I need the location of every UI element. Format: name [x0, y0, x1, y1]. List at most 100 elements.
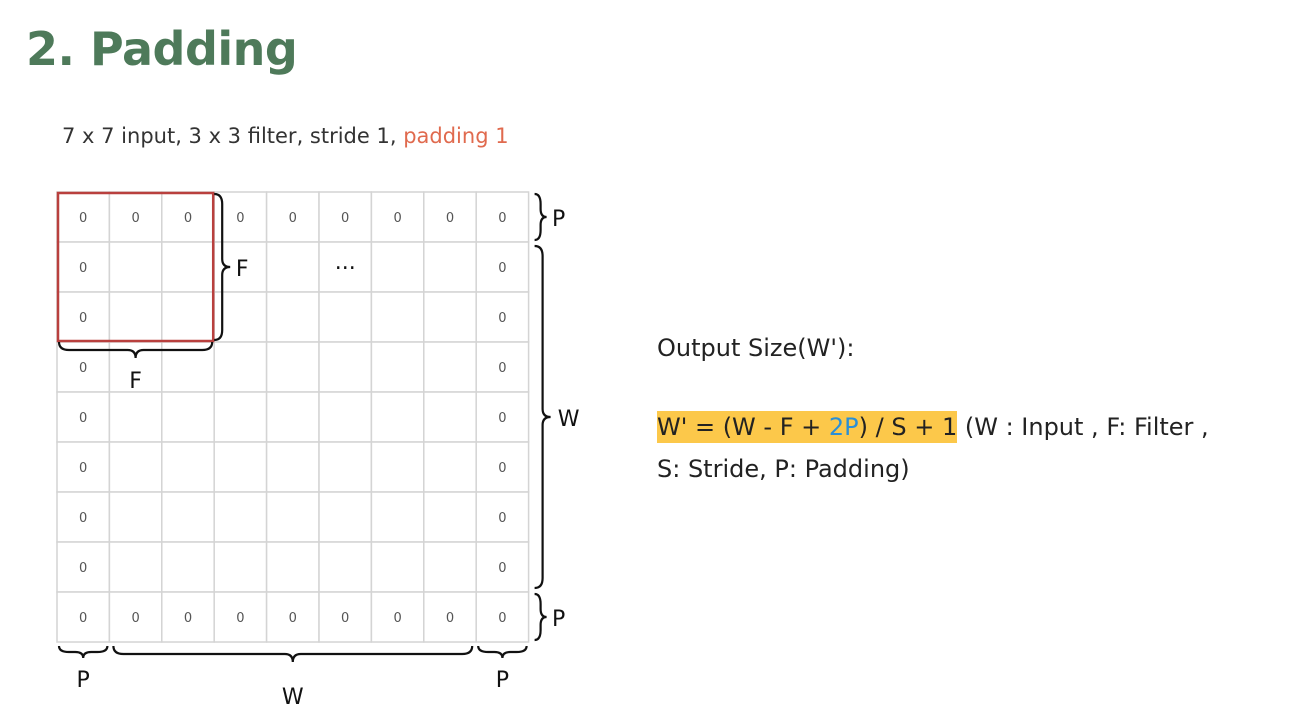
grid-cell	[423, 541, 477, 593]
grid-cell	[318, 291, 373, 343]
grid-cell	[318, 541, 373, 593]
grid-cell	[265, 241, 320, 293]
padding-zero: 0	[341, 611, 349, 626]
padding-zero: 0	[498, 311, 506, 326]
formula-expr-prefix: W' = (W - F +	[657, 413, 829, 441]
grid-cell	[56, 541, 111, 593]
padding-zero: 0	[79, 411, 87, 426]
padding-zero: 0	[131, 611, 139, 626]
grid-cell	[161, 291, 215, 343]
padding-zero: 0	[341, 211, 349, 226]
grid-cell	[370, 491, 425, 543]
padding-zero: 0	[498, 511, 506, 526]
padding-zero: 0	[289, 611, 297, 626]
grid-cell	[108, 491, 163, 543]
brace-label-f-bottom: F	[129, 369, 142, 394]
grid-cell	[423, 341, 477, 393]
padding-zero: 0	[79, 261, 87, 276]
grid-cell	[423, 441, 477, 493]
page-title: 2. Padding	[26, 22, 298, 76]
subtitle-padding-highlight: padding 1	[403, 124, 509, 148]
padding-zero: 0	[236, 611, 244, 626]
padding-zero: 0	[393, 211, 401, 226]
grid-cell	[475, 241, 530, 293]
brace-filter-height	[214, 192, 231, 342]
padding-zero: 0	[289, 211, 297, 226]
brace-right-top-padding	[534, 192, 547, 242]
grid-cell	[370, 341, 425, 393]
grid-ellipsis: ...	[335, 250, 356, 275]
grid-cell	[265, 441, 320, 493]
grid-cell	[423, 591, 477, 643]
grid-cell	[56, 391, 111, 443]
formula-block: Output Size(W'): W' = (W - F + 2P) / S +…	[657, 334, 1209, 490]
formula-line-2: S: Stride, P: Padding)	[657, 455, 910, 483]
grid-cell	[475, 491, 530, 543]
grid-cell	[318, 591, 373, 643]
grid-cell	[370, 391, 425, 443]
brace-right-width	[534, 244, 551, 590]
filter-window	[56, 191, 215, 343]
grid-cell	[318, 341, 373, 393]
grid-cell	[423, 291, 477, 343]
grid-cell	[370, 241, 425, 293]
subtitle-main: 7 x 7 input, 3 x 3 filter, stride 1,	[62, 124, 404, 148]
grid-cell	[475, 391, 530, 443]
formula-line-1: W' = (W - F + 2P) / S + 1 (W : Input , F…	[657, 406, 1209, 448]
grid-cell	[265, 341, 320, 393]
grid-cell	[370, 291, 425, 343]
padding-zero: 0	[498, 261, 506, 276]
brace-label-w-right: W	[558, 407, 580, 432]
padding-zero: 0	[498, 611, 506, 626]
padding-zero: 0	[79, 561, 87, 576]
padding-zero: 0	[79, 511, 87, 526]
formula-expr-2p: 2P	[828, 413, 859, 441]
padding-zero: 0	[236, 211, 244, 226]
grid-cell	[475, 591, 530, 643]
padding-zero: 0	[498, 411, 506, 426]
grid-cell	[213, 591, 268, 643]
grid-cell	[370, 541, 425, 593]
padding-zero: 0	[446, 611, 454, 626]
grid-cell	[370, 441, 425, 493]
grid-cell	[161, 391, 215, 443]
brace-bottom-right-padding	[477, 645, 528, 659]
brace-right-bottom-padding	[534, 592, 547, 642]
padding-zero: 0	[131, 211, 139, 226]
grid-cell	[161, 441, 215, 493]
grid-cell	[108, 591, 163, 643]
grid-cell	[423, 491, 477, 543]
brace-label-p-top: P	[552, 207, 565, 232]
grid-cell	[108, 541, 163, 593]
grid-cell	[265, 491, 320, 543]
grid-cell	[475, 291, 530, 343]
grid-cell	[161, 541, 215, 593]
padding-zero: 0	[446, 211, 454, 226]
grid-cell	[108, 391, 163, 443]
brace-label-w-bottom: W	[282, 685, 304, 710]
grid-cell	[161, 241, 215, 293]
formula-desc-1: (W : Input , F: Filter ,	[957, 413, 1209, 441]
brace-filter-width	[57, 341, 214, 359]
grid-cell	[56, 491, 111, 543]
grid-cell	[423, 241, 477, 293]
padding-zero: 0	[498, 361, 506, 376]
grid-cell	[265, 391, 320, 443]
padding-zero: 0	[184, 611, 192, 626]
padding-zero: 0	[498, 211, 506, 226]
padding-zero: 0	[79, 611, 87, 626]
grid-cell	[475, 441, 530, 493]
padding-zero: 0	[498, 561, 506, 576]
grid-cell	[213, 391, 268, 443]
grid-cell	[108, 441, 163, 493]
grid-cell	[108, 291, 163, 343]
grid-cell	[475, 191, 530, 243]
brace-label-p-bottom: P	[552, 607, 565, 632]
formula-label: Output Size(W'):	[657, 334, 855, 362]
padding-zero: 0	[498, 461, 506, 476]
padding-zero: 0	[184, 211, 192, 226]
grid-cell	[370, 191, 425, 243]
